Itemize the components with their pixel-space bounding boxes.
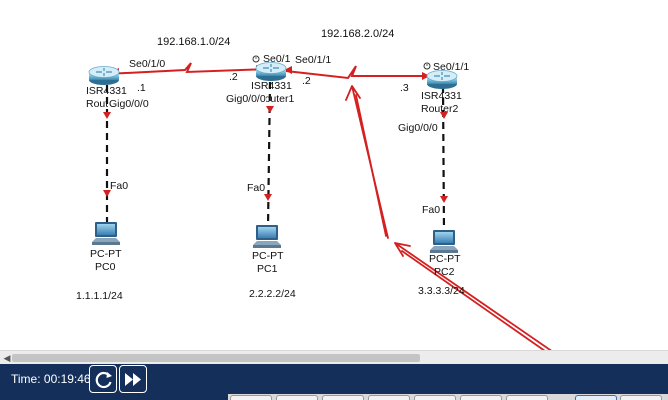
fast-forward-button[interactable] <box>119 365 147 393</box>
device-name-label: PC2 <box>434 266 455 278</box>
device-category-tab[interactable] <box>506 395 548 400</box>
ip-address-label: 3.3.3.3/24 <box>418 285 465 297</box>
ethernet-link-r2-pc2[interactable] <box>441 85 446 234</box>
port-label: Se0/1 <box>263 53 291 65</box>
device-name-label: PC0 <box>95 261 116 273</box>
port-label: Fa0 <box>247 182 266 194</box>
annotation-arrow <box>345 85 389 239</box>
device-name-label: Router2 <box>421 103 459 115</box>
host-address-label: .2 <box>302 75 311 87</box>
logical-workspace[interactable]: 192.168.1.0/24 192.168.2.0/24 Se0/1/0 .1… <box>0 0 668 350</box>
device-category-tab[interactable] <box>368 395 410 400</box>
device-model-label: ISR4331 <box>251 80 292 92</box>
device-category-tab-selected[interactable] <box>575 395 617 400</box>
port-label: Gig0/0/0 <box>109 98 149 110</box>
device-model-label: PC-PT <box>90 248 122 260</box>
simulation-time: Time: 00:19:46 <box>11 372 91 386</box>
port-label: Fa0 <box>422 204 441 216</box>
device-category-tab[interactable] <box>414 395 456 400</box>
host-address-label: .3 <box>400 82 409 94</box>
fast-forward-icon <box>125 373 141 386</box>
ip-address-label: 1.1.1.1/24 <box>76 290 123 302</box>
router-icon[interactable] <box>88 66 120 86</box>
port-label: Se0/1/1 <box>295 54 332 66</box>
port-label: Gig0/0/0 <box>226 93 266 105</box>
horizontal-scrollbar[interactable]: ◀ <box>0 350 668 365</box>
device-category-tab[interactable] <box>460 395 502 400</box>
device-name-label: PC1 <box>257 263 278 275</box>
device-name-label: Router0 <box>86 98 108 110</box>
router-icon[interactable] <box>426 70 458 90</box>
device-model-label: PC-PT <box>252 250 284 262</box>
reset-time-icon <box>95 371 112 389</box>
device-category-tab[interactable] <box>230 395 272 400</box>
pc-icon[interactable] <box>92 222 120 245</box>
serial-link-r0-r1[interactable] <box>106 62 271 75</box>
device-category-tab[interactable] <box>620 395 662 400</box>
port-label: Se0/1/0 <box>129 58 166 70</box>
port-label: Fa0 <box>110 180 129 192</box>
device-name-label: Router1 <box>257 93 295 105</box>
device-category-tab[interactable] <box>276 395 318 400</box>
host-address-label: .2 <box>229 71 238 83</box>
reset-time-button[interactable] <box>89 365 117 393</box>
port-label: Gig0/0/0 <box>398 122 438 134</box>
network-label: 192.168.1.0/24 <box>157 36 231 48</box>
clock-rate-icon <box>423 62 431 70</box>
network-label: 192.168.2.0/24 <box>321 28 395 40</box>
device-model-label: PC-PT <box>429 253 461 265</box>
annotation-arrow <box>394 242 552 350</box>
host-address-label: .1 <box>137 82 146 94</box>
topology-canvas <box>88 55 552 350</box>
clock-rate-icon <box>252 55 260 63</box>
pc-icon[interactable] <box>430 230 458 253</box>
ip-address-label: 2.2.2.2/24 <box>249 288 296 300</box>
scrollbar-thumb[interactable] <box>12 354 420 362</box>
device-model-label: ISR4331 <box>86 85 127 97</box>
device-model-label: ISR4331 <box>421 90 462 102</box>
serial-link-r1-r2[interactable] <box>276 65 436 80</box>
scroll-left-icon[interactable]: ◀ <box>3 353 11 363</box>
realtime-toolbar: Time: 00:19:46 <box>0 364 668 400</box>
device-category-tab[interactable] <box>322 395 364 400</box>
pc-icon[interactable] <box>253 225 281 248</box>
port-label: Se0/1/1 <box>433 61 470 73</box>
router-icon[interactable] <box>255 62 287 82</box>
